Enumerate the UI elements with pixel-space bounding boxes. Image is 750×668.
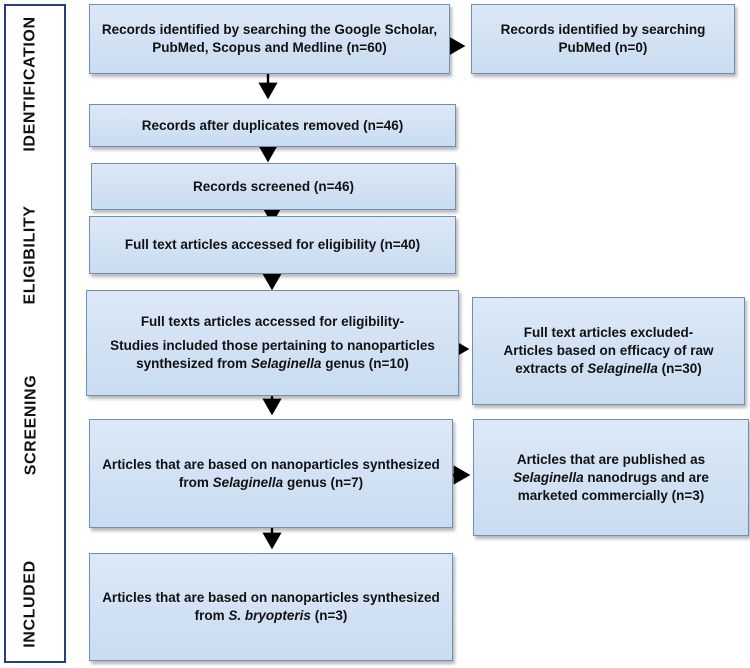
box-nanoparticles-bryopteris-text: Articles that are based on nanoparticles… <box>98 589 444 625</box>
text-italic-genus: Selaginella <box>212 474 284 490</box>
text-segment: Articles that are based on nanoparticles… <box>102 590 440 623</box>
box-records-screened: Records screened (n=46) <box>91 163 456 210</box>
box-full-text-studies-line1: Full texts articles accessed for eligibi… <box>140 314 405 329</box>
box-marketed-nanodrugs: Articles that are published as Selaginel… <box>473 419 749 536</box>
box-records-identified: Records identified by searching the Goog… <box>89 4 450 74</box>
text-segment: nanodrugs and are marketed commercially … <box>517 469 709 503</box>
box-marketed-nanodrugs-text: Articles that are published as Selaginel… <box>482 451 740 505</box>
text-segment: genus (n=7) <box>286 474 364 490</box>
box-full-text-eligibility-text: Full text articles accessed for eligibil… <box>124 237 421 252</box>
text-segment: Articles based on efficacy of raw extrac… <box>503 343 714 376</box>
box-records-screened-text: Records screened (n=46) <box>193 178 354 194</box>
text-segment: (n=30) <box>661 361 702 376</box>
box-duplicates-removed: Records after duplicates removed (n=46) <box>89 104 456 147</box>
box-nanoparticles-selaginella: Articles that are based on nanoparticles… <box>89 419 453 528</box>
box-full-text-studies: Full texts articles accessed for eligibi… <box>86 290 459 396</box>
box-full-text-eligibility: Full text articles accessed for eligibil… <box>89 216 456 274</box>
text-segment: Articles that are published as <box>516 451 706 467</box>
box-full-text-studies-line2: Studies included those pertaining to nan… <box>95 337 450 373</box>
text-italic-genus: Selaginella <box>513 469 584 485</box>
text-segment: genus (n=10) <box>325 356 409 371</box>
box-articles-excluded: Full text articles excluded- Articles ba… <box>472 297 745 405</box>
text-italic-genus: Selaginella <box>250 356 322 371</box>
text-segment: (n=3) <box>314 608 348 623</box>
box-records-pubmed-text: Records identified by searching PubMed (… <box>500 22 706 55</box>
text-segment: Articles that are based on nanoparticles… <box>102 456 440 490</box>
box-nanoparticles-selaginella-text: Articles that are based on nanoparticles… <box>98 456 444 492</box>
box-articles-excluded-line2: Articles based on efficacy of raw extrac… <box>481 342 736 378</box>
box-duplicates-removed-text: Records after duplicates removed (n=46) <box>141 117 404 133</box>
text-italic-genus: Selaginella <box>587 361 658 376</box>
box-records-pubmed: Records identified by searching PubMed (… <box>471 4 735 74</box>
text-segment: Studies included those pertaining to nan… <box>110 338 435 371</box>
box-records-identified-text: Records identified by searching the Goog… <box>101 22 438 55</box>
text-italic-species: S. bryopteris <box>228 608 311 623</box>
box-articles-excluded-line1: Full text articles excluded- <box>523 325 694 340</box>
stage-sidebar <box>4 4 66 663</box>
box-nanoparticles-bryopteris: Articles that are based on nanoparticles… <box>89 553 453 661</box>
